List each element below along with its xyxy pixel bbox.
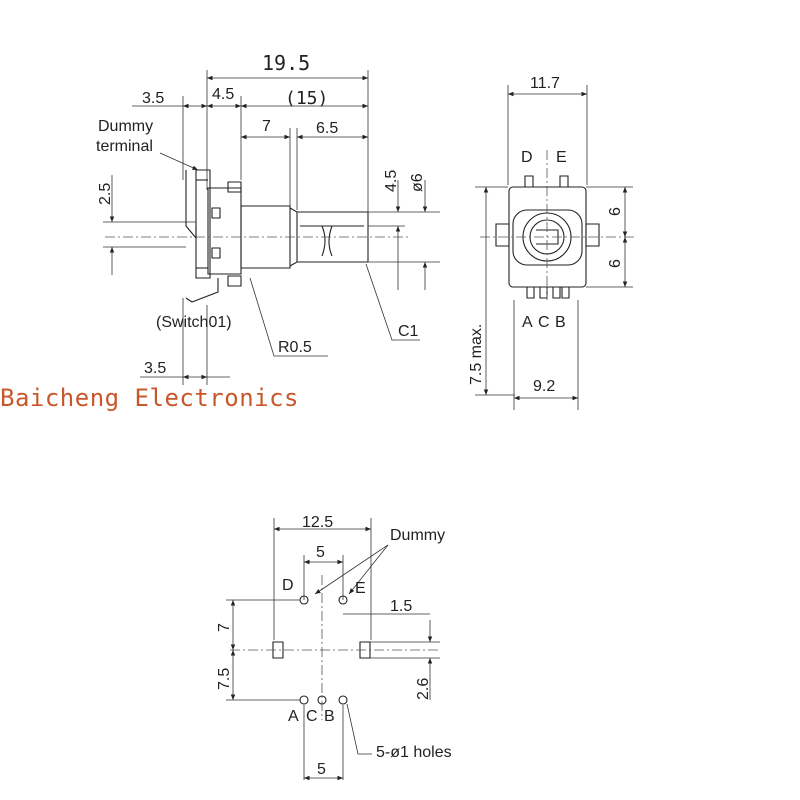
dim-2-6: 2.6 xyxy=(415,678,432,700)
dim-1-5: 1.5 xyxy=(390,598,412,615)
dim-overall-length: 19.5 xyxy=(262,51,310,75)
switch-label: (Switch01) xyxy=(156,314,232,331)
dim-6-lower: 6 xyxy=(607,259,624,268)
dim-body-width: 9.2 xyxy=(533,378,555,395)
hole-b xyxy=(339,696,347,704)
pin-b-label: B xyxy=(555,314,566,331)
dummy-label: Dummy xyxy=(390,527,445,544)
dim-shaft-diameter: ø6 xyxy=(409,173,426,192)
dummy-terminal-label: Dummy xyxy=(98,118,153,135)
hole-e xyxy=(339,596,347,604)
pin-a-label: A xyxy=(522,314,533,331)
pin-c-label: C xyxy=(538,314,550,331)
dim-7-5: 7.5 xyxy=(216,668,233,690)
dim-3-5-bottom: 3.5 xyxy=(144,360,166,377)
hole-a xyxy=(300,696,308,704)
pin-b-label: B xyxy=(324,708,335,725)
pin-d-label: D xyxy=(521,149,533,166)
footprint-view: 12.5 Dummy 5 D E 1.5 7 7.5 2.6 xyxy=(216,514,452,781)
dim-3-5-top: 3.5 xyxy=(142,90,164,107)
front-view: 11.7 D E 6 6 A C B 7.5 max. xyxy=(468,75,635,410)
radius-label: R0.5 xyxy=(278,339,312,356)
dim-5-bottom: 5 xyxy=(317,761,326,778)
dim-2-5: 2.5 xyxy=(97,183,114,205)
dim-shaft-length: (15) xyxy=(285,88,328,109)
holes-label: 5-ø1 holes xyxy=(376,744,452,761)
dim-front-width: 11.7 xyxy=(530,75,560,92)
dim-7: 7 xyxy=(262,118,271,135)
pin-d-label: D xyxy=(282,577,294,594)
brand-watermark: Baicheng Electronics xyxy=(0,384,299,412)
pin-a-label: A xyxy=(288,708,299,725)
pin-c-label: C xyxy=(306,708,318,725)
chamfer-label: C1 xyxy=(398,323,419,340)
dim-4-5: 4.5 xyxy=(212,86,234,103)
pin-e-label: E xyxy=(355,580,366,597)
dummy-terminal-label-2: terminal xyxy=(96,138,153,155)
hole-c xyxy=(318,696,326,704)
dim-5-top: 5 xyxy=(316,544,325,561)
dim-6-5: 6.5 xyxy=(316,120,338,137)
dim-footprint-width: 12.5 xyxy=(302,514,333,531)
pin-e-label: E xyxy=(556,149,567,166)
dim-7: 7 xyxy=(216,623,233,632)
side-view: 19.5 3.5 4.5 (15) 7 6.5 Dummy terminal xyxy=(96,51,440,385)
dim-height-max: 7.5 max. xyxy=(468,324,485,385)
dim-6-upper: 6 xyxy=(607,207,624,216)
dim-4-5-vertical: 4.5 xyxy=(383,170,400,192)
